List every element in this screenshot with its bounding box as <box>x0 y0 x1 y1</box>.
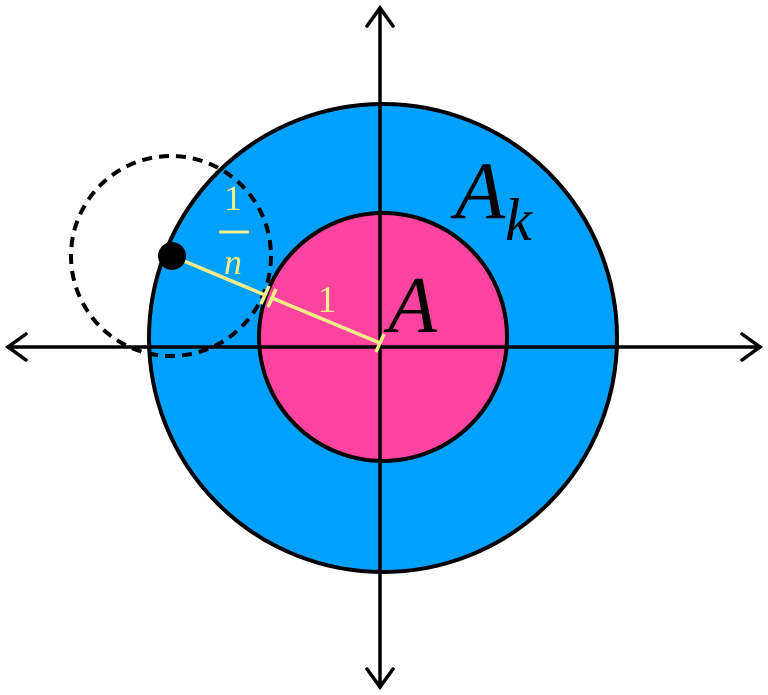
tick-mark <box>374 333 386 353</box>
top-arrowhead <box>365 5 395 28</box>
label-ak-base: A <box>450 145 506 236</box>
label-ak-subscript: k <box>505 187 533 253</box>
point-dot <box>158 242 186 270</box>
fraction-denominator: n <box>224 242 242 282</box>
radius-measure <box>171 254 386 353</box>
radius-one-label: 1 <box>318 279 337 321</box>
tick-mark <box>259 285 271 305</box>
vertical-axis <box>365 5 395 690</box>
fraction-numerator: 1 <box>224 178 242 218</box>
left-arrowhead <box>5 332 28 362</box>
label-ak: Ak <box>450 145 533 253</box>
right-arrowhead <box>740 332 763 362</box>
bottom-arrowhead <box>365 667 395 690</box>
dashed-neighborhood-circle <box>69 154 273 358</box>
label-a: A <box>383 262 438 350</box>
tick-mark <box>266 288 278 308</box>
